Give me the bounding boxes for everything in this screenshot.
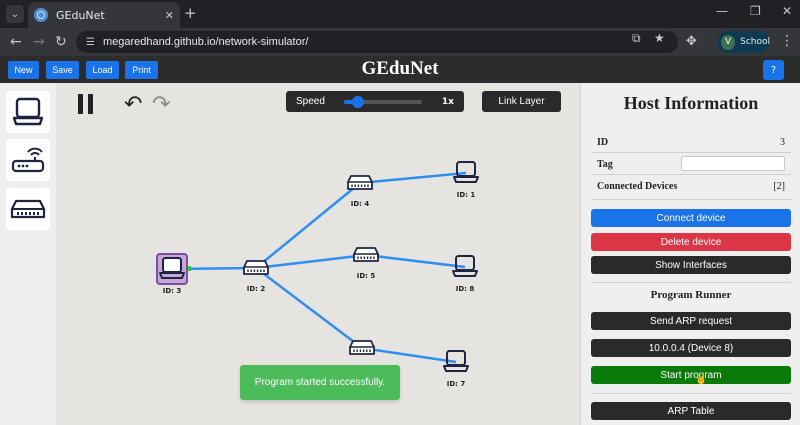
palette-switch[interactable] xyxy=(6,188,50,230)
speed-slider-fill xyxy=(344,99,357,104)
node-label-3: ID: 3 xyxy=(163,287,182,295)
speed-slider[interactable] xyxy=(344,95,422,108)
tag-row: Tag xyxy=(597,156,785,171)
network-graph: ID: 3 ID: 2 ID: 4 ID: 5 ID: 1 ID: 8 ID: 7 xyxy=(156,161,479,388)
restore-icon[interactable]: ❐ xyxy=(750,4,761,18)
link-4-1[interactable] xyxy=(359,171,467,185)
link-2-6[interactable] xyxy=(255,267,363,349)
url-text: megaredhand.github.io/network-simulator/ xyxy=(102,36,309,48)
connected-label: Connected Devices xyxy=(597,181,678,192)
toast-message: Program started successfully. xyxy=(240,365,400,400)
print-button[interactable]: Print xyxy=(125,61,158,79)
browser-tab-bar: ⌄ GEduNet ✕ + — ❐ ✕ xyxy=(0,0,800,28)
app-header: New Save Load Print GEduNet ? xyxy=(0,56,800,83)
avatar: V xyxy=(721,34,736,50)
forward-icon[interactable]: → xyxy=(33,34,45,50)
panel-title: Host Information xyxy=(623,93,759,113)
node-8-host[interactable] xyxy=(452,255,478,277)
tab-title: GEduNet xyxy=(56,8,105,22)
delete-device-button[interactable]: Delete device xyxy=(591,233,791,251)
node-1-host[interactable] xyxy=(453,161,479,183)
speed-value: 1x xyxy=(441,96,454,107)
extensions-icon[interactable]: ✥ xyxy=(686,34,697,49)
connected-row: Connected Devices [2] xyxy=(597,181,785,192)
link-2-5[interactable] xyxy=(255,253,367,270)
node-3-host[interactable] xyxy=(156,253,188,285)
app-title: GEduNet xyxy=(361,58,439,79)
browser-tab[interactable]: GEduNet ✕ xyxy=(28,2,180,28)
show-interfaces-button[interactable]: Show Interfaces xyxy=(591,256,791,274)
palette-host[interactable] xyxy=(6,91,50,133)
target-device-select[interactable]: 10.0.0.4 (Device 8) xyxy=(591,339,791,357)
node-label-8: ID: 8 xyxy=(456,285,475,293)
tab-search-icon[interactable]: ⌄ xyxy=(6,5,24,23)
browser-menu-icon[interactable]: ⋮ xyxy=(780,33,794,49)
speed-label: Speed xyxy=(296,96,325,107)
window-close-icon[interactable]: ✕ xyxy=(782,4,793,18)
arp-table-button[interactable]: ARP Table xyxy=(591,402,791,420)
close-icon[interactable]: ✕ xyxy=(164,8,174,22)
interface-port-dot[interactable] xyxy=(186,266,191,271)
install-app-icon[interactable]: ⧉ xyxy=(632,31,641,45)
node-6-switch[interactable] xyxy=(349,340,375,355)
node-label-5: ID: 5 xyxy=(357,272,376,280)
host-info-panel: Host Information ID 3 Tag Connected Devi… xyxy=(580,83,800,425)
node-label-4: ID: 4 xyxy=(351,200,370,208)
node-7-host[interactable] xyxy=(443,350,469,372)
minimize-icon[interactable]: — xyxy=(716,4,728,18)
back-icon[interactable]: ← xyxy=(10,34,22,50)
reload-icon[interactable]: ↻ xyxy=(55,34,67,50)
address-bar-row: ← → ↻ ☰ megaredhand.github.io/network-si… xyxy=(0,28,800,56)
globe-icon xyxy=(34,8,48,22)
hand-cursor-icon: ☝ xyxy=(695,374,708,385)
load-button[interactable]: Load xyxy=(86,61,119,79)
switch-icon xyxy=(10,199,46,219)
send-arp-button[interactable]: Send ARP request xyxy=(591,312,791,330)
laptop-icon xyxy=(12,97,44,126)
node-label-7: ID: 7 xyxy=(447,380,466,388)
speed-slider-handle[interactable] xyxy=(352,95,365,108)
layer-toggle-button[interactable]: Link Layer xyxy=(482,91,561,112)
start-program-button[interactable]: Start program ☝ xyxy=(591,366,791,385)
tag-input[interactable] xyxy=(681,156,785,171)
router-icon xyxy=(11,147,45,173)
save-button[interactable]: Save xyxy=(46,61,79,79)
node-2-switch[interactable] xyxy=(243,260,269,275)
device-palette xyxy=(0,83,56,425)
new-button[interactable]: New xyxy=(8,61,39,79)
link-6-7[interactable] xyxy=(361,346,457,364)
node-label-1: ID: 1 xyxy=(457,191,476,199)
tag-label: Tag xyxy=(597,159,613,170)
divider xyxy=(591,393,791,394)
profile-button[interactable]: V School xyxy=(717,31,770,53)
help-button[interactable]: ? xyxy=(763,60,784,80)
pause-icon[interactable] xyxy=(78,94,98,118)
redo-icon[interactable]: ↷ xyxy=(152,92,171,117)
site-info-icon[interactable]: ☰ xyxy=(86,36,95,48)
divider xyxy=(591,152,791,153)
divider xyxy=(591,282,791,283)
connect-device-button[interactable]: Connect device xyxy=(591,209,791,227)
divider xyxy=(591,199,791,200)
new-tab-icon[interactable]: + xyxy=(184,4,197,22)
node-label-2: ID: 2 xyxy=(247,285,266,293)
id-value: 3 xyxy=(780,137,785,148)
profile-name: School xyxy=(740,37,770,47)
node-5-switch[interactable] xyxy=(353,247,379,262)
id-label: ID xyxy=(597,137,609,148)
bookmark-star-icon[interactable]: ★ xyxy=(654,31,665,45)
speed-control: Speed 1x xyxy=(286,91,464,112)
divider xyxy=(591,174,791,175)
id-row: ID 3 xyxy=(597,137,785,148)
connected-value: [2] xyxy=(773,181,785,192)
url-field[interactable]: ☰ megaredhand.github.io/network-simulato… xyxy=(76,31,678,53)
undo-icon[interactable]: ↶ xyxy=(124,92,143,117)
start-program-label: Start program xyxy=(660,369,722,381)
palette-router[interactable] xyxy=(6,139,50,181)
node-4-switch[interactable] xyxy=(347,175,373,190)
link-5-8[interactable] xyxy=(365,253,466,269)
link-2-4[interactable] xyxy=(255,182,361,269)
program-runner-title: Program Runner xyxy=(650,289,732,301)
